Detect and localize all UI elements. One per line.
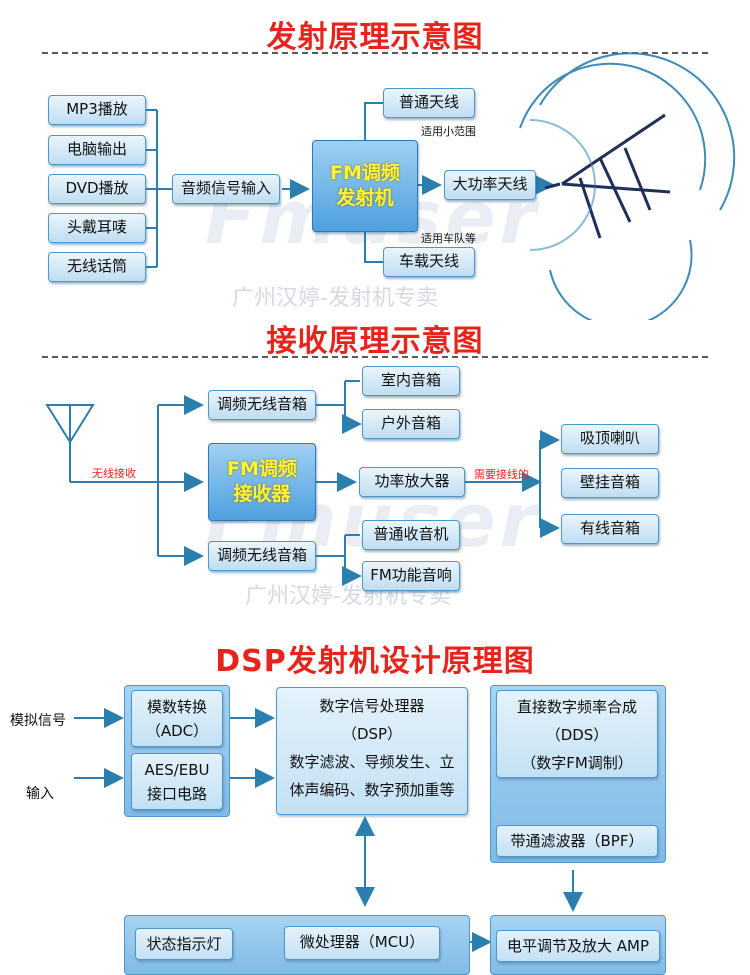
wireless-receive-label: 无线接收	[92, 467, 136, 480]
divider-receive	[42, 356, 708, 358]
fm-receiver-box: FM调频 接收器	[208, 443, 316, 521]
wall-speaker-box: 壁挂音箱	[561, 468, 659, 498]
receive-connectors	[45, 380, 560, 586]
aes-line2: 接口电路	[146, 785, 207, 803]
watermark-shop-top: 广州汉婷-发射机专卖	[232, 286, 438, 311]
dsp-line2: （DSP）	[341, 725, 403, 743]
ceiling-speaker-box: 吸顶喇叭	[561, 424, 659, 454]
dsp-line4: 体声编码、数字预加重等	[289, 781, 455, 799]
source-headset: 头戴耳唛	[48, 213, 146, 243]
aes-line1: AES/EBU	[144, 761, 210, 779]
radio-box: 普通收音机	[362, 520, 460, 550]
analog-signal-label: 模拟信号	[10, 713, 66, 729]
fm-receiver-line2: 接收器	[233, 483, 291, 505]
note-small-range: 适用小范围	[421, 125, 476, 138]
input-label: 输入	[26, 786, 54, 802]
fm-transmitter-line2: 发射机	[336, 187, 394, 209]
status-light-box: 状态指示灯	[135, 928, 233, 960]
amp-box: 电平调节及放大 AMP	[496, 930, 660, 962]
dds-line3: （数字FM调制）	[521, 754, 633, 772]
dsp-processor-box: 数字信号处理器 （DSP） 数字滤波、导频发生、立 体声编码、数字预加重等	[276, 687, 468, 815]
adc-line1: 模数转换	[146, 698, 207, 716]
speaker-box-bottom: 调频无线音箱	[208, 541, 316, 571]
high-power-antenna-box: 大功率天线	[444, 170, 536, 200]
dsp-title: DSP发射机设计原理图	[215, 644, 535, 679]
source-wireless-mic: 无线话筒	[48, 252, 146, 282]
dds-box: 直接数字频率合成 （DDS） （数字FM调制）	[496, 690, 658, 778]
transmit-title: 发射原理示意图	[266, 20, 484, 55]
fm-transmitter-box: FM调频 发射机	[312, 140, 418, 232]
wire-needed-label: 需要接线的	[474, 468, 529, 481]
source-pc: 电脑输出	[48, 135, 146, 165]
radio-waves-icon	[519, 52, 736, 320]
power-amp-box: 功率放大器	[359, 467, 465, 497]
dds-line2: （DDS）	[545, 726, 609, 744]
transmit-connectors	[146, 52, 736, 320]
outdoor-speaker-box: 户外音箱	[362, 409, 460, 439]
note-convoy: 适用车队等	[421, 232, 476, 245]
aes-box: AES/EBU 接口电路	[131, 753, 223, 810]
bpf-box: 带通滤波器（BPF）	[496, 825, 658, 857]
fm-transmitter-line1: FM调频	[330, 162, 400, 185]
dsp-line3: 数字滤波、导频发生、立	[289, 753, 455, 771]
fm-receiver-line1: FM调频	[227, 458, 297, 481]
source-mp3: MP3播放	[48, 95, 146, 125]
adc-box: 模数转换 （ADC）	[131, 690, 223, 747]
adc-line2: （ADC）	[145, 722, 209, 740]
dsp-line1: 数字信号处理器	[319, 697, 425, 715]
mcu-box: 微处理器（MCU）	[284, 926, 440, 960]
vehicle-antenna-box: 车载天线	[383, 247, 475, 277]
divider-transmit	[42, 52, 708, 54]
receive-title: 接收原理示意图	[266, 324, 484, 359]
wired-speaker-box: 有线音箱	[561, 514, 659, 544]
audio-input-box: 音频信号输入	[172, 174, 280, 204]
speaker-box-top: 调频无线音箱	[208, 390, 316, 420]
indoor-speaker-box: 室内音箱	[362, 366, 460, 396]
dds-line1: 直接数字频率合成	[516, 698, 637, 716]
fm-audio-box: FM功能音响	[362, 561, 460, 591]
receive-antenna-icon	[45, 404, 95, 482]
source-dvd: DVD播放	[48, 174, 146, 204]
normal-antenna-box: 普通天线	[383, 88, 475, 118]
